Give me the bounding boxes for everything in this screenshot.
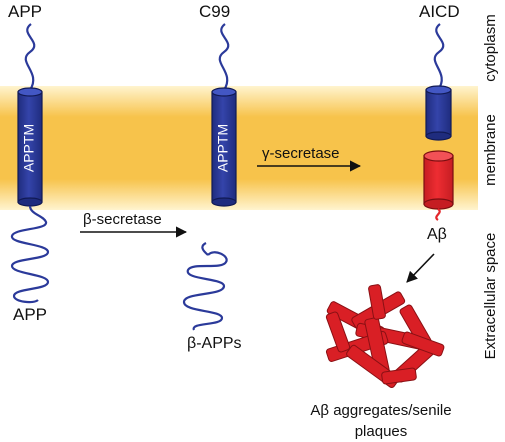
membrane-region-label: membrane [482,114,499,186]
aicd-cylinder [425,85,452,141]
aggregation-arrow [406,253,435,283]
app-cytoplasmic-tail [24,23,36,91]
cytoplasm-region-label: cytoplasm [482,14,499,82]
aggregates-label-line1: Aβ aggregates/senile [310,402,451,419]
aicd-label: AICD [419,2,460,21]
abeta-label: Aβ [427,226,447,243]
abeta-aggregate-cluster [325,284,445,389]
extracellular-region-label: Extracellular space [482,233,499,360]
beta-apps-label: β-APPs [187,335,242,352]
app-bottom-label: APP [13,305,47,324]
apptm-cylinder-middle: APPTM [211,87,237,207]
aicd-tail [433,23,445,91]
aggregates-label-line2: plaques [355,423,408,440]
apptm-label-middle: APPTM [215,124,231,172]
apptm-label-left: APPTM [21,124,37,172]
beta-apps-domain [182,251,228,331]
c99-label: C99 [199,2,230,21]
membrane-band [0,86,478,210]
apptm-cylinder-left: APPTM [17,87,43,207]
abeta-tail [435,208,441,221]
beta-apps-domain-tail [201,242,209,256]
gamma-secretase-label: γ-secretase [262,145,340,162]
c99-cytoplasmic-tail [218,23,230,91]
beta-secretase-label: β-secretase [83,211,162,228]
app-extracellular-domain [10,205,50,304]
abeta-cylinder [423,150,454,210]
app-top-label: APP [8,2,42,21]
